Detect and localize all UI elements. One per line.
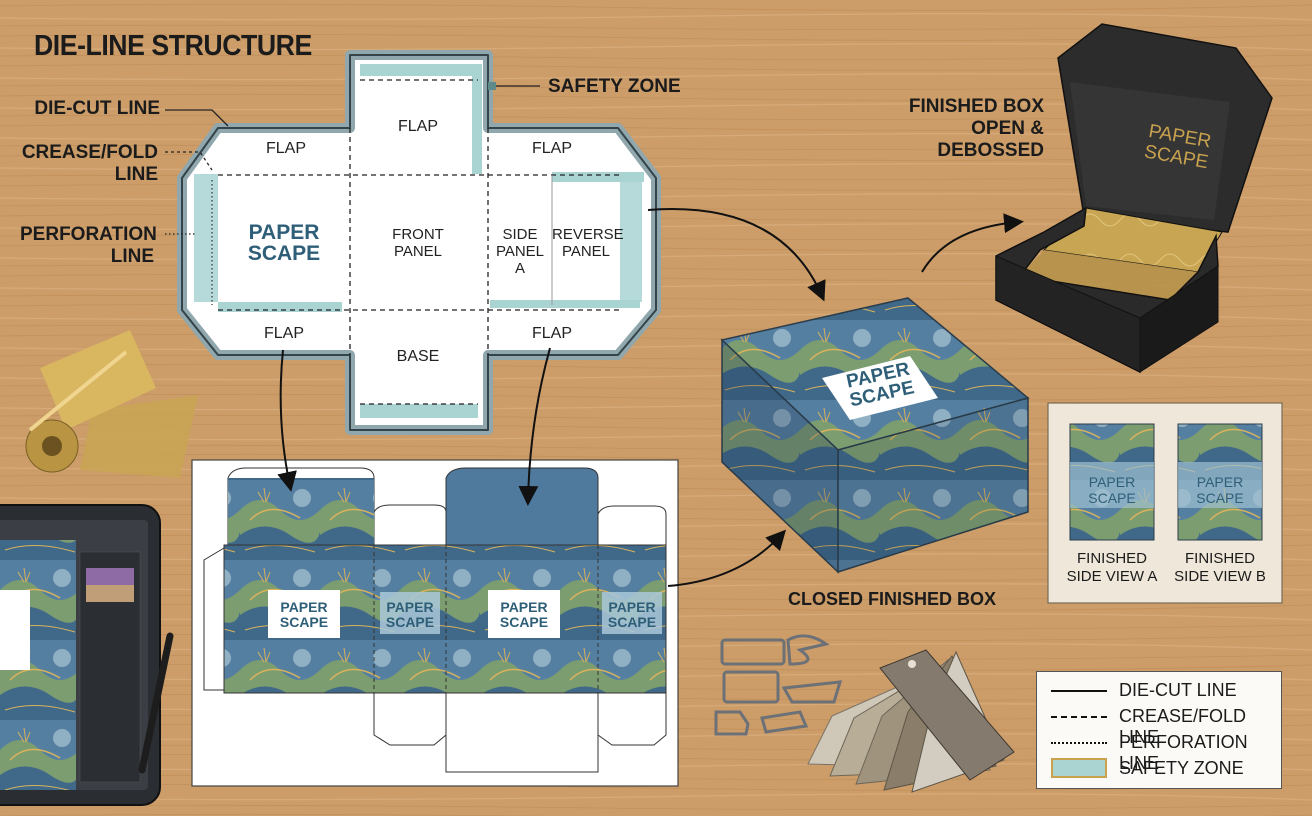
legend-dotted-swatch [1051, 742, 1107, 744]
arrow-flap-to-print-1 [277, 349, 297, 492]
paper-swatch-fan [807, 649, 1015, 793]
finished-box-open-label: FINISHED BOX OPEN & DEBOSSED [908, 96, 1044, 161]
page-title: DIE-LINE STRUCTURE [34, 30, 312, 62]
blue-lid-flap [445, 467, 599, 546]
arrow-flap-to-print-2 [518, 347, 551, 506]
legend-perforation: PERFORATION LINE [1037, 730, 1281, 773]
legend-zone-swatch [1051, 758, 1107, 778]
side-views-panel [1047, 402, 1283, 604]
gold-foil-roll [25, 330, 198, 478]
panel-brand-logo: PAPER SCAPE [226, 222, 342, 264]
closed-finished-box-label: CLOSED FINISHED BOX [788, 589, 997, 609]
arrow-print-to-box [667, 529, 787, 587]
legend: DIE-CUT LINE CREASE/FOLD LINE PERFORATIO… [1036, 671, 1282, 789]
legend-crease: CREASE/FOLD LINE [1037, 704, 1281, 747]
panel-flap-bottom-left: FLAP [263, 325, 304, 342]
die-line-layout [177, 50, 661, 435]
panel-reverse: REVERSE PANEL [552, 226, 624, 260]
open-debossed-box [995, 23, 1273, 373]
arrow-reverse-to-box [647, 208, 826, 302]
brand-line2: SCAPE [247, 242, 321, 265]
panel-flap-top-center: FLAP [397, 118, 438, 135]
callout-safety-zone: SAFETY ZONE [548, 76, 681, 97]
legend-safety-zone: SAFETY ZONE [1037, 756, 1281, 782]
panel-flap-top-left: FLAP [265, 140, 306, 157]
brand-line1: PAPER [248, 221, 320, 244]
arrow-box-to-open [921, 213, 1024, 273]
callout-die-cut-line: DIE-CUT LINE [34, 98, 160, 119]
panel-flap-top-right: FLAP [531, 140, 572, 157]
panel-base: BASE [396, 348, 440, 365]
callout-crease-fold-line: CREASE/FOLD LINE [20, 142, 158, 186]
tablet-device [0, 504, 174, 806]
safety-zone-top [360, 64, 478, 76]
printed-flat-sheet [191, 459, 679, 787]
callout-perf-line1: PERFORATION [20, 224, 157, 245]
closed-finished-box [720, 297, 1030, 574]
callout-crease-line2: LINE [114, 164, 158, 185]
callout-perf-line2: LINE [110, 246, 154, 267]
panel-front: FRONT PANEL [392, 226, 444, 260]
callout-crease-line1: CREASE/FOLD [21, 142, 158, 163]
legend-solid-swatch [1051, 690, 1107, 692]
legend-die-cut: DIE-CUT LINE [1037, 678, 1281, 704]
metal-die-cutters [714, 634, 843, 736]
legend-dashed-swatch [1051, 716, 1107, 718]
panel-side-a: SIDE PANEL A [495, 226, 545, 277]
callout-perforation-line: PERFORATION LINE [20, 224, 157, 268]
panel-flap-bottom-right: FLAP [531, 325, 572, 342]
